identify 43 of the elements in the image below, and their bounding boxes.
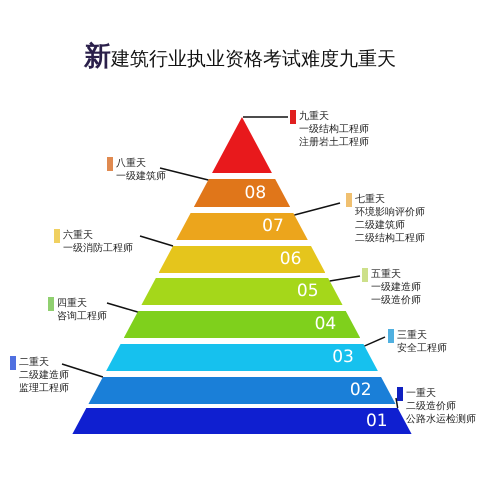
- leader-line: [243, 116, 288, 118]
- level-heading: 八重天: [116, 157, 147, 170]
- leader-line: [364, 336, 386, 347]
- tier-number: 02: [350, 382, 372, 399]
- tier-number: 04: [314, 316, 336, 333]
- tier-number: 07: [262, 218, 284, 235]
- level-heading: 二重天: [19, 356, 50, 369]
- tier-number: 08: [244, 184, 266, 202]
- level-heading: 三重天: [397, 329, 428, 342]
- qualification-text: 公路水运检测师: [406, 413, 476, 426]
- qualification-text: 二级建造师: [19, 369, 69, 382]
- qualification-text: 二级造价师: [406, 400, 457, 413]
- title: 新建筑行业执业资格考试难度九重天: [82, 40, 397, 74]
- leader-line: [160, 167, 208, 181]
- pyramid-tier: [88, 377, 396, 404]
- leader-line: [140, 235, 174, 247]
- qualification-text: 二级结构工程师: [355, 232, 425, 245]
- qualification-text: 一级建造师: [371, 281, 421, 294]
- level-heading: 七重天: [355, 193, 386, 206]
- tier-number: 01: [366, 412, 388, 430]
- qualification-text: 咨询工程师: [57, 310, 107, 323]
- leader-line: [294, 202, 340, 216]
- qualification-text: 一级造价师: [371, 294, 421, 307]
- tier-number: 03: [332, 349, 354, 366]
- qualification-text: 一级结构工程师: [299, 123, 369, 136]
- qualification-text: 注册岩土工程师: [299, 136, 369, 149]
- leader-line: [106, 302, 138, 313]
- qualification-text: 监理工程师: [19, 382, 69, 395]
- qualification-text: 环境影响评价师: [355, 206, 425, 219]
- qualification-text: 一级建筑师: [116, 170, 166, 183]
- level-heading: 五重天: [371, 268, 402, 281]
- leader-line: [330, 275, 360, 282]
- qualification-text: 安全工程师: [397, 342, 447, 355]
- level-heading: 九重天: [299, 110, 330, 123]
- level-heading: 六重天: [63, 229, 94, 242]
- leader-line: [395, 398, 398, 408]
- qualification-text: 二级建筑师: [355, 219, 406, 232]
- qualification-text: 一级消防工程师: [63, 242, 133, 255]
- level-heading: 一重天: [406, 387, 437, 400]
- tier-number: 05: [296, 283, 319, 300]
- level-heading: 四重天: [57, 297, 88, 310]
- tier-number: 06: [280, 251, 302, 268]
- leader-line: [62, 363, 104, 378]
